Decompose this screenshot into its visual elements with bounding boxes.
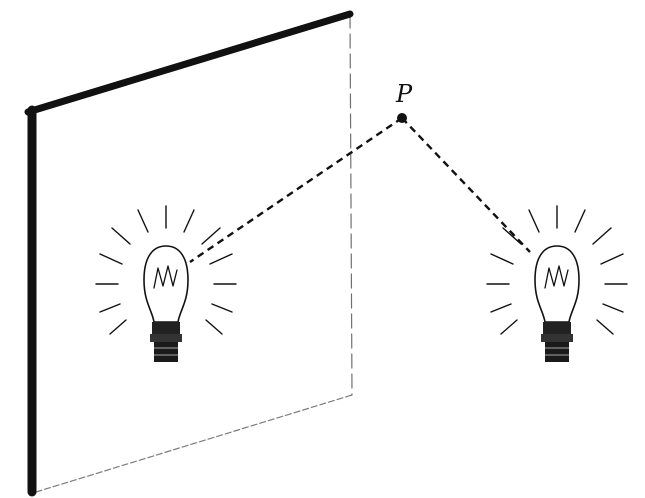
- bulb-glass-right: [534, 245, 580, 323]
- bulb-base-left: [150, 322, 182, 362]
- bulb-right: [486, 205, 628, 362]
- wall-panel: [24, 10, 354, 497]
- dashed-line-left: [189, 117, 403, 263]
- dashed-line-right: [401, 117, 531, 253]
- point-p-label: P: [395, 80, 413, 108]
- point-p: [397, 113, 407, 123]
- light-rays-left: [95, 205, 237, 335]
- bulb-base-right: [541, 322, 573, 362]
- bulb-glass-left: [143, 245, 189, 323]
- bulb-left: [95, 205, 237, 362]
- light-rays-right: [486, 205, 628, 335]
- filament-right: [544, 265, 569, 289]
- filament-left: [153, 265, 178, 289]
